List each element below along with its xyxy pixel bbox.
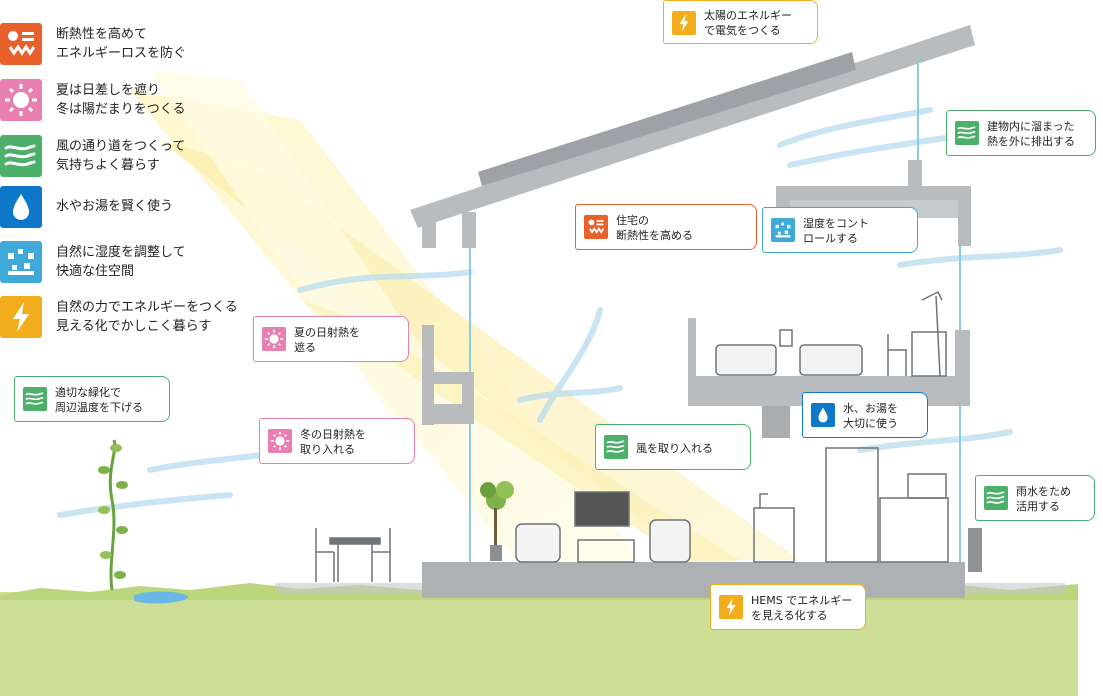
legend-line2: 見える化でかしこく暮らす [56,319,212,334]
sun-icon [0,79,42,121]
callout-humidity: 湿度をコントロールする [762,207,918,253]
callout-line1: HEMS でエネルギー [751,594,853,607]
puddle [134,591,189,604]
callout-hems: HEMS でエネルギーを見える化する [710,584,866,630]
callout-solar: 太陽のエネルギーで電気をつくる [663,0,818,44]
callout-line1: 水、お湯を [843,402,898,415]
legend-item-humidity: 自然に湿度を調整して快適な住空間 [0,241,260,283]
callout-line2: 取り入れる [300,443,355,456]
legend-item-sun: 夏は日差しを遮り冬は陽だまりをつくる [0,79,260,121]
callout-greenery: 適切な緑化で周辺温度を下げる [14,376,170,422]
callout-rainwater: 雨水をため活用する [975,475,1095,521]
legend-item-wind: 風の通り道をつくって気持ちよく暮らす [0,135,260,177]
callout-line1: 建物内に溜まった [987,120,1075,133]
wind-icon [0,135,42,177]
lightning-icon [0,296,42,338]
callout-house-insulation: 住宅の断熱性を高める [575,204,757,250]
callout-line1: 適切な緑化で [55,386,121,399]
legend-line1: 自然に湿度を調整して [56,245,186,260]
callout-water: 水、お湯を大切に使う [802,392,928,438]
sun-icon [268,429,292,453]
callout-line1: 冬の日射熱を [300,428,366,441]
callout-line2: 周辺温度を下げる [55,401,143,414]
wind-icon [984,486,1008,510]
legend-line1: 断熱性を高めて [56,27,148,42]
callout-exhaust: 建物内に溜まった熱を外に排出する [946,110,1096,156]
insulation-icon [0,23,42,65]
callout-line1: 雨水をため [1016,485,1071,498]
legend-line2: 冬は陽だまりをつくる [56,102,186,117]
callout-line2: 大切に使う [843,417,898,430]
furniture [315,290,949,582]
wind-icon [23,387,47,411]
legend-line2: 気持ちよく暮らす [56,158,160,173]
legend-line2: 快適な住空間 [56,264,135,279]
callout-wind-in: 風を取り入れる [595,424,751,470]
climbing-plant [98,439,128,591]
water-drop-icon [811,403,835,427]
callout-line2: 熱を外に排出する [987,135,1075,148]
callout-line2: 断熱性を高める [616,229,693,242]
wind-icon [955,121,979,145]
callout-line1: 太陽のエネルギー [704,9,792,22]
callout-line2: を見える化する [751,609,828,622]
legend-item-energy: 自然の力でエネルギーをつくる見える化でかしこく暮らす [0,296,260,338]
callout-line1: 夏の日射熱を [294,326,360,339]
wind-icon [604,435,628,459]
callout-summer-sun: 夏の日射熱を遮る [253,316,409,362]
callout-line2: 活用する [1016,500,1060,513]
lightning-icon [719,595,743,619]
wind-swirls [57,107,1063,518]
callout-line2: ロールする [803,232,858,245]
callout-line1: 風を取り入れる [636,442,713,455]
legend-item-water: 水やお湯を賢く使う [0,186,260,228]
insulation-icon [584,215,608,239]
humidity-icon [0,241,42,283]
glass-walls [469,60,961,562]
water-drop-icon [0,186,42,228]
callout-winter-sun: 冬の日射熱を取り入れる [259,418,415,464]
indoor-plant [480,481,514,561]
legend-line2: エネルギーロスを防ぐ [56,46,187,61]
legend-line1: 自然の力でエネルギーをつくる [56,300,238,315]
lightning-icon [672,11,696,35]
legend-item-insulation: 断熱性を高めてエネルギーロスを防ぐ [0,23,260,65]
callout-line2: で電気をつくる [704,24,781,37]
humidity-icon [771,218,795,242]
legend-line1: 夏は日差しを遮り [56,83,161,98]
callout-line1: 湿度をコント [803,217,869,230]
legend-line1: 風の通り道をつくって [56,139,186,154]
callout-line1: 住宅の [616,214,649,227]
callout-line2: 遮る [294,341,316,354]
legend-line1: 水やお湯を賢く使う [56,199,174,214]
sun-icon [262,327,286,351]
